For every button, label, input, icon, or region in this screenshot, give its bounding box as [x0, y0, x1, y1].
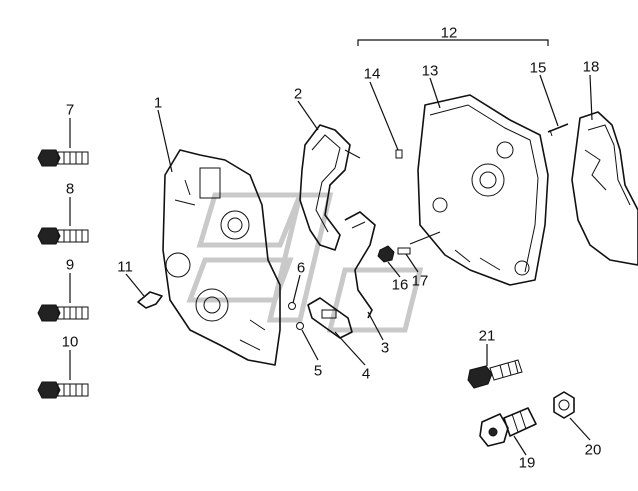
bolt-8	[37, 227, 89, 245]
fitting-19	[479, 407, 537, 447]
pin-15	[547, 123, 569, 137]
callout-18: 18	[582, 58, 600, 76]
callout-20: 20	[584, 441, 602, 459]
callout-8: 8	[65, 180, 75, 198]
dowel-14	[395, 149, 403, 159]
bolt-7	[37, 149, 89, 167]
callout-17: 17	[411, 272, 429, 290]
callout-10: 10	[61, 333, 79, 351]
callout-15: 15	[529, 59, 547, 77]
callout-21: 21	[478, 327, 496, 345]
callout-14: 14	[363, 65, 381, 83]
callout-19: 19	[518, 454, 536, 472]
washer-5	[296, 322, 304, 330]
callout-3: 3	[380, 339, 390, 357]
callout-13: 13	[421, 62, 439, 80]
gasket-18	[571, 111, 638, 266]
nut-16	[377, 245, 395, 263]
stud-17	[397, 247, 411, 255]
callout-6: 6	[296, 259, 306, 277]
callout-4: 4	[361, 365, 371, 383]
front-cover-13	[417, 94, 549, 286]
nut-20	[553, 391, 575, 419]
bolt-10	[37, 381, 89, 399]
washer-6	[288, 302, 296, 310]
callout-2: 2	[293, 85, 303, 103]
plate-4	[307, 297, 353, 339]
callout-16: 16	[391, 276, 409, 294]
bolt-21	[467, 359, 523, 389]
callout-11: 11	[117, 258, 133, 276]
bracket-3	[344, 211, 376, 319]
leader-lines	[69, 74, 593, 456]
gasket-2	[299, 124, 361, 251]
gear-housing-plate-1	[162, 149, 281, 366]
callout-bracket-12	[357, 39, 549, 46]
bolt-9	[37, 304, 89, 322]
callout-1: 1	[153, 94, 163, 112]
callout-7: 7	[65, 101, 75, 119]
callout-5: 5	[313, 362, 323, 380]
callout-9: 9	[65, 256, 75, 274]
clip-11	[137, 291, 163, 309]
callout-12: 12	[440, 24, 458, 42]
